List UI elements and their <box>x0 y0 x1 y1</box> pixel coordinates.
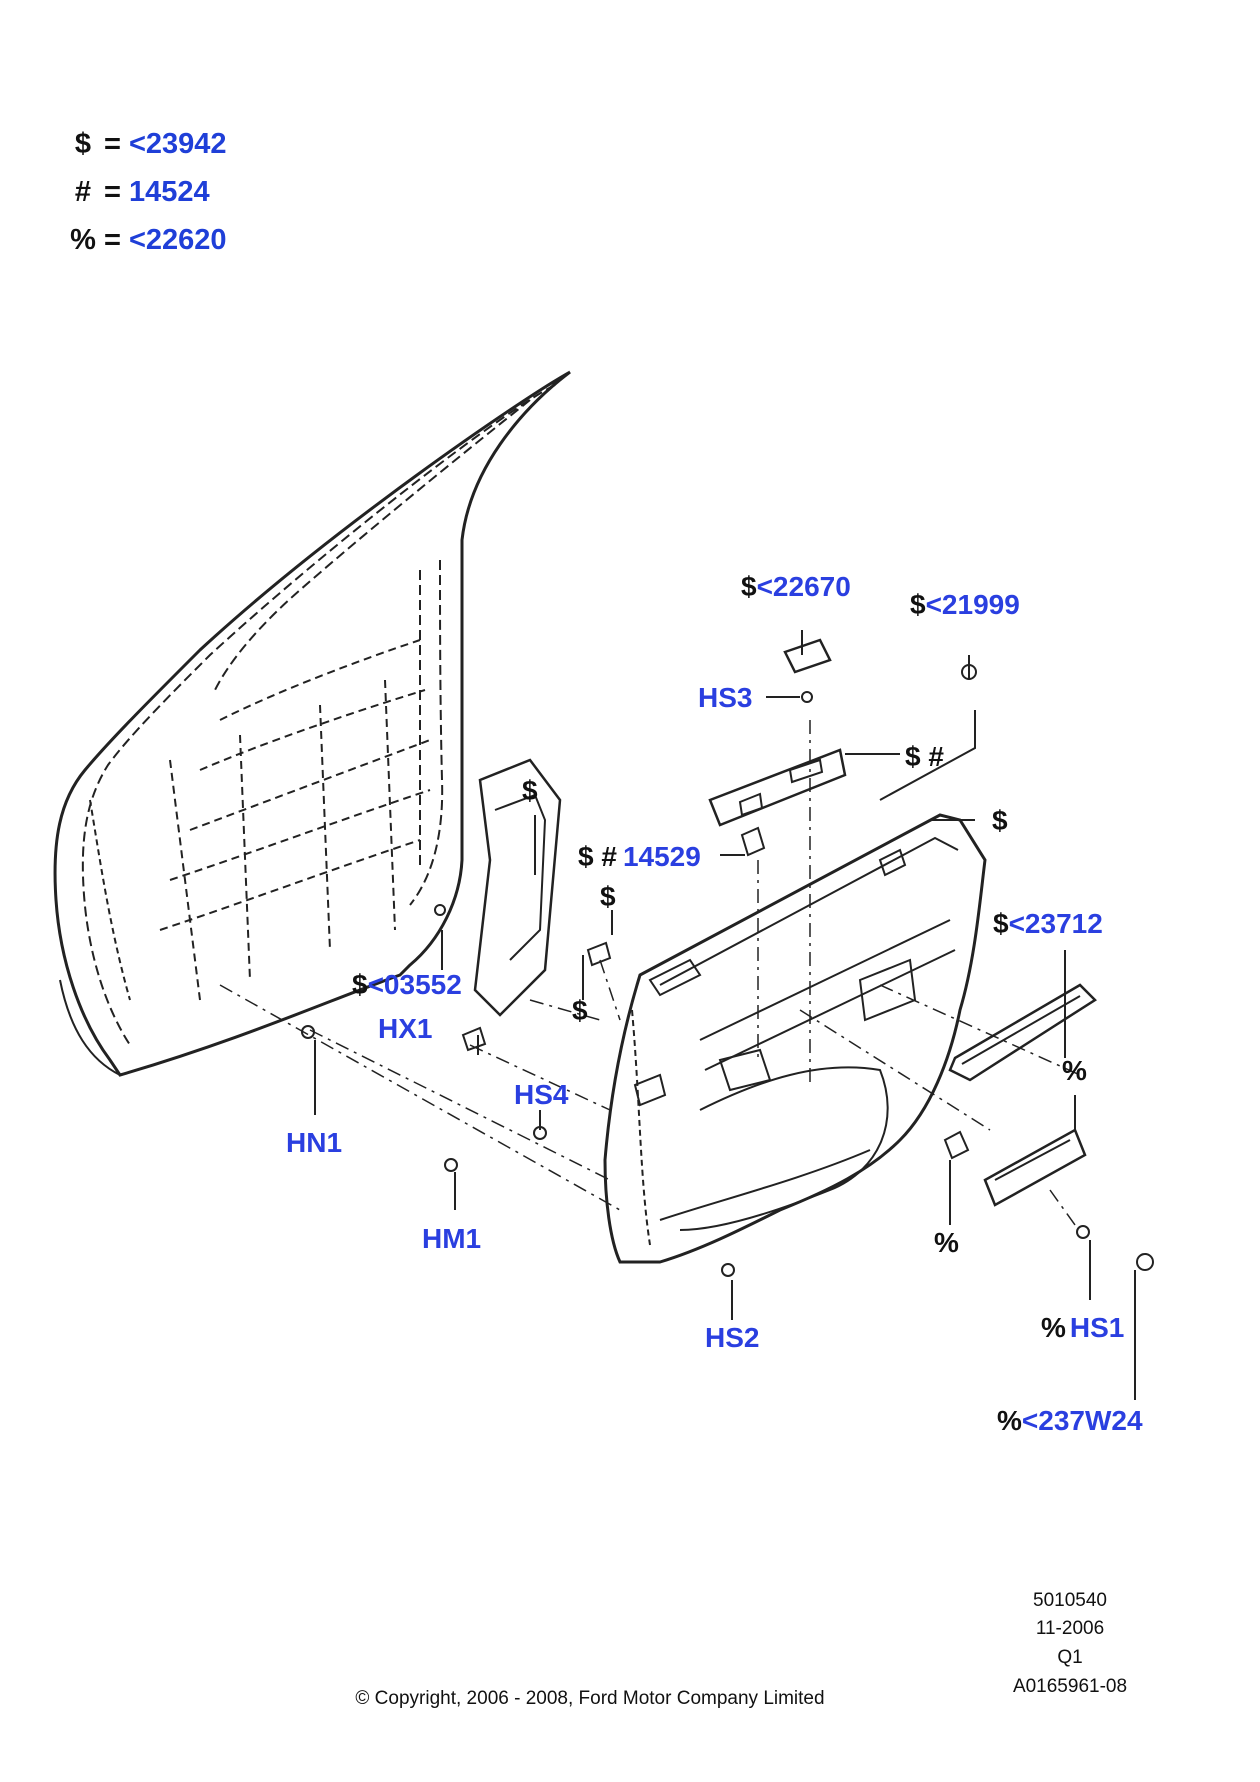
legend-row-dollar: $=<23942 <box>68 128 227 161</box>
cover-cap <box>783 638 832 674</box>
callout-hn1[interactable]: HN1 <box>286 1127 342 1158</box>
screw-hs2 <box>721 1263 735 1277</box>
callouts: $<22670 $<21999 HS3 $ # $ $ $ #14529 $ $… <box>286 571 1143 1436</box>
clip-03552 <box>434 904 446 916</box>
plug-237w24 <box>1136 1253 1154 1271</box>
switch-bezel <box>708 748 847 827</box>
callout-hs1[interactable]: %HS1 <box>1041 1312 1124 1343</box>
door-trim-panel <box>603 813 987 1264</box>
callout-23712[interactable]: $<23712 <box>993 908 1103 939</box>
legend-symbol: # <box>74 176 92 208</box>
window-switch-pack <box>983 1128 1087 1207</box>
leader-lines <box>314 630 1136 1400</box>
callout-22670[interactable]: $<22670 <box>741 571 851 602</box>
meta-id: A0165961-08 <box>1012 1676 1128 1697</box>
callout-dollar-clip: $ <box>600 881 616 912</box>
callout-dollar-hash: $ # <box>905 741 944 772</box>
clip-small <box>586 941 612 967</box>
callout-hs2[interactable]: HS2 <box>705 1322 759 1353</box>
legend-value[interactable]: <23942 <box>128 128 227 160</box>
callout-237w24[interactable]: %<237W24 <box>997 1405 1143 1436</box>
meta-ref: 5010540 <box>1033 1590 1107 1611</box>
callout-21999[interactable]: $<21999 <box>910 589 1020 620</box>
callout-hm1[interactable]: HM1 <box>422 1223 481 1254</box>
switch-connector <box>943 1130 970 1160</box>
callout-percent-lower: % <box>934 1227 959 1258</box>
callout-hx1[interactable]: HX1 <box>378 1013 432 1044</box>
meta-date: 11-2006 <box>1035 1618 1105 1639</box>
door-frame <box>53 370 571 1077</box>
copyright: © Copyright, 2006 - 2008, Ford Motor Com… <box>355 1688 825 1709</box>
legend-value[interactable]: <22620 <box>128 224 227 256</box>
trim-strip <box>948 983 1097 1082</box>
screw-hs3 <box>801 691 813 703</box>
clip-14529 <box>740 826 766 857</box>
legend-row-hash: #=14524 <box>68 176 210 209</box>
callout-hs3[interactable]: HS3 <box>698 682 752 713</box>
callout-dollar-lower: $ <box>572 995 588 1026</box>
callout-03552[interactable]: $<03552 <box>352 969 462 1000</box>
legend-value[interactable]: 14524 <box>128 176 210 208</box>
callout-hs4[interactable]: HS4 <box>514 1079 569 1110</box>
pull-handle-bracket <box>473 758 562 1017</box>
clip-hx1 <box>461 1026 487 1052</box>
assembly-lines <box>219 720 1081 1226</box>
callout-14529[interactable]: $ #14529 <box>578 841 701 872</box>
meta-q: Q1 <box>1057 1647 1083 1668</box>
clip-hm1 <box>444 1158 458 1172</box>
callout-dollar-panel: $ <box>992 805 1008 836</box>
legend-row-percent: %=<22620 <box>68 224 227 257</box>
callout-dollar-handle: $ <box>522 775 538 806</box>
legend-symbol: $ <box>74 128 92 160</box>
callout-percent-upper: % <box>1062 1055 1087 1086</box>
legend-symbol: % <box>70 224 96 256</box>
screw-hs1 <box>1076 1225 1090 1239</box>
